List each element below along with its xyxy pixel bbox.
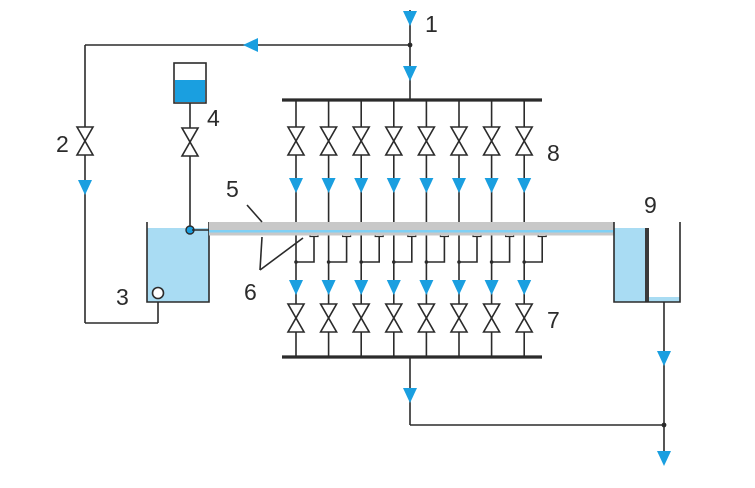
nozzle-line <box>426 237 446 263</box>
arrow-down-icon <box>386 280 401 295</box>
dosing-valve-icon <box>181 127 199 157</box>
arrow-down-icon <box>484 280 499 295</box>
label-nozzles: 6 <box>244 279 257 305</box>
main-pipe <box>192 222 614 236</box>
junction-dot <box>392 260 396 264</box>
arrow-down-icon <box>657 451 671 466</box>
arrow-down-icon <box>354 178 369 193</box>
outlet-valve-icon <box>319 303 338 333</box>
arrow-left-icon <box>243 38 258 52</box>
inlet-valve-icon <box>352 126 371 156</box>
arrow-down-icon <box>78 180 92 195</box>
label-pump: 3 <box>116 284 129 310</box>
outlet-valve-icon <box>417 303 436 333</box>
arrow-down-icon <box>403 11 417 26</box>
junction-dot <box>489 260 494 264</box>
arrow-down-icon <box>452 178 466 193</box>
outlet-valve-icon <box>515 303 534 333</box>
outlet-line <box>409 357 667 428</box>
junction-dot <box>457 260 461 264</box>
dosing-fluid <box>175 80 205 102</box>
label-overflow-tank: 9 <box>644 192 657 218</box>
junction-dot <box>326 260 331 264</box>
outlet-valve-icon <box>352 303 371 333</box>
outlet-valve-icon <box>450 303 468 333</box>
arrow-down-icon <box>657 351 671 366</box>
junction-dot <box>294 260 298 264</box>
pump-icon <box>151 286 165 300</box>
nozzle-line <box>524 237 544 263</box>
nozzle-line <box>328 237 348 263</box>
inlet-valve-icon <box>319 126 338 156</box>
label-feed: 1 <box>425 11 438 37</box>
inlet-valve-icon <box>417 126 436 156</box>
arrow-down-icon <box>452 280 466 295</box>
arrow-down-icon <box>517 280 532 295</box>
outlet-valve-icon <box>287 303 305 333</box>
arrow-down-icon <box>289 280 303 295</box>
flow-arrows <box>78 11 671 466</box>
arrow-down-icon <box>419 280 434 295</box>
nozzle-line <box>459 237 478 263</box>
inlet-valve-icon <box>384 126 403 156</box>
nozzle-line <box>361 237 381 263</box>
arrow-down-icon <box>403 66 417 81</box>
inlet-valve-icon <box>515 126 534 156</box>
arrow-down-icon <box>289 178 303 193</box>
inlet-valve-icon <box>450 126 468 156</box>
label-outlet-valves: 7 <box>547 307 560 333</box>
junction-dot <box>359 260 364 264</box>
nozzle-line <box>491 237 511 263</box>
label-pipe: 5 <box>226 176 239 202</box>
inlet-valve-icon <box>287 126 305 156</box>
arrow-down-icon <box>321 280 336 295</box>
arrow-down-icon <box>484 178 499 193</box>
arrow-down-icon <box>386 178 401 193</box>
nozzle-line <box>393 237 413 263</box>
overflow-tank <box>613 222 681 460</box>
arrow-down-icon <box>517 178 532 193</box>
junction-dot <box>424 260 429 264</box>
arrow-down-icon <box>321 178 336 193</box>
label-dosing-tank: 4 <box>207 105 220 131</box>
label-bypass-valve: 2 <box>56 131 69 157</box>
arrow-down-icon <box>419 178 434 193</box>
arrow-down-icon <box>403 388 417 403</box>
junction-dot <box>522 260 526 264</box>
nozzle-line <box>296 237 315 263</box>
feed-tank <box>146 222 210 303</box>
bypass-valve-icon <box>76 126 94 156</box>
outlet-valve-icon <box>482 303 501 333</box>
dosing-tank <box>173 62 207 235</box>
label-inlet-valves: 8 <box>547 140 560 166</box>
leader-lines <box>246 204 304 271</box>
feed-line <box>85 10 413 100</box>
arrow-down-icon <box>354 280 369 295</box>
inlet-valve-icon <box>482 126 501 156</box>
outlet-valve-icon <box>384 303 403 333</box>
